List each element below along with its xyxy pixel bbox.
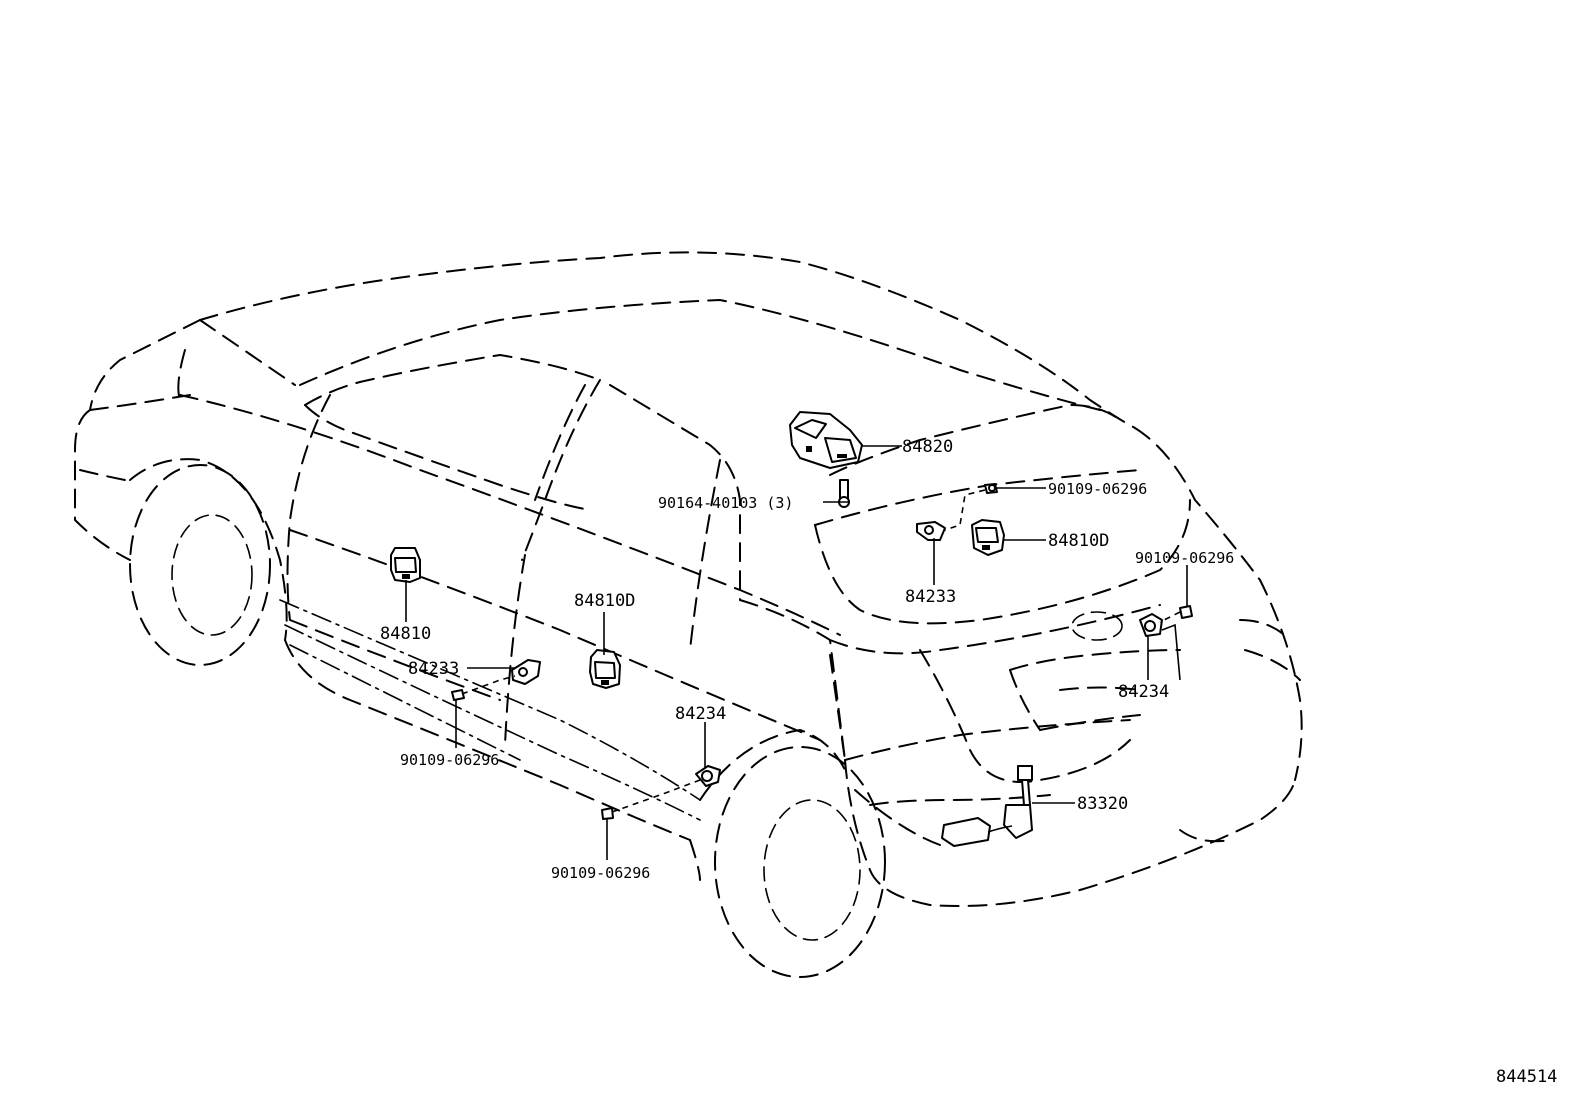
screw-rear-left <box>601 807 614 820</box>
label-84810-front-left: 84810 <box>380 624 431 644</box>
label-84810d-rear-left: 84810D <box>574 591 635 611</box>
courtesy-switch-84233-front-left <box>511 659 541 685</box>
label-84234-back-door: 84234 <box>1118 682 1169 702</box>
label-84810d-rear-right: 84810D <box>1048 531 1109 551</box>
label-90109-06296-rear-left: 90109-06296 <box>551 864 650 882</box>
screw-rear-right-upper <box>984 483 998 494</box>
callout-labels: 84820 90164-40103 (3) 90109-06296 84810D… <box>380 437 1557 1087</box>
label-84233-front-left: 84233 <box>408 659 459 679</box>
screw-front-left <box>451 689 465 701</box>
master-switch-84820 <box>789 411 863 469</box>
screw-rear-right-lower <box>1179 605 1193 619</box>
label-84233-rear-right: 84233 <box>905 587 956 607</box>
label-84820: 84820 <box>902 437 953 457</box>
switch-84810d-rear-left <box>589 649 621 689</box>
label-90109-06296-front-left: 90109-06296 <box>400 751 499 769</box>
label-90164-40103: 90164-40103 (3) <box>658 494 793 512</box>
back-door-opener-83320 <box>941 765 1033 847</box>
leader-lines <box>405 445 1188 860</box>
switch-84810-front-left <box>390 547 421 583</box>
screw-main-switch <box>838 479 850 508</box>
label-83320: 83320 <box>1077 794 1128 814</box>
courtesy-switch-84233-rear-right <box>916 521 946 541</box>
courtesy-switch-84234-rear-left <box>695 765 721 787</box>
switch-84810d-rear-right <box>971 519 1005 556</box>
vehicle-outline <box>74 251 1303 978</box>
label-90109-06296-rear-right-upper: 90109-06296 <box>1048 480 1147 498</box>
label-84234-rear-left: 84234 <box>675 704 726 724</box>
diagram-id: 844514 <box>1496 1067 1557 1087</box>
courtesy-switch-84234-back-door <box>1139 613 1163 637</box>
label-90109-06296-rear-right-lower: 90109-06296 <box>1135 549 1234 567</box>
